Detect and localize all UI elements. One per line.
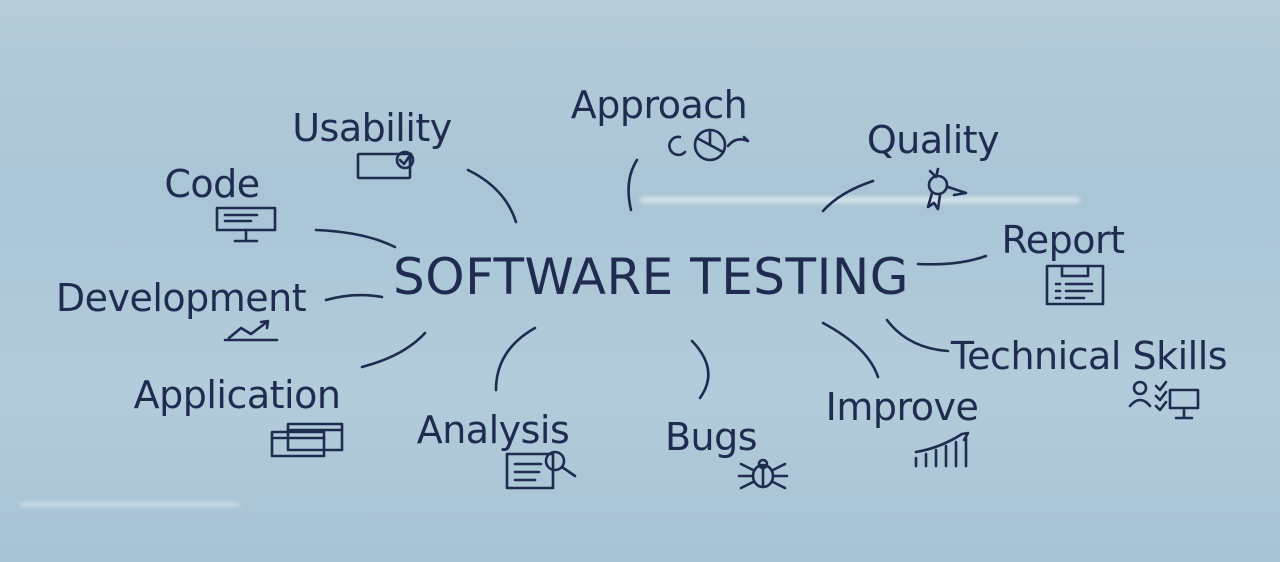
node-label-development: Development: [55, 276, 307, 320]
connector-application: [360, 331, 427, 369]
glare-streak: [20, 503, 240, 506]
node-label-report: Report: [1001, 218, 1125, 262]
rising-bars-icon: [914, 431, 970, 468]
connector-technical-skills: [885, 318, 950, 353]
connector-development: [324, 293, 384, 302]
document-magnifier-icon: [505, 450, 577, 490]
connector-report: [916, 254, 988, 266]
connector-usability: [466, 168, 518, 224]
trend-chart-icon: [223, 319, 279, 342]
app-windows-icon: [270, 422, 344, 458]
node-label-analysis: Analysis: [416, 408, 570, 452]
bug-icon: [737, 458, 789, 490]
award-badge-icon: [926, 167, 968, 211]
node-label-quality: Quality: [866, 118, 1000, 162]
pie-chart-target-icon: [668, 128, 750, 162]
node-label-usability: Usability: [292, 106, 452, 150]
connector-code: [314, 228, 397, 249]
connector-analysis: [494, 326, 537, 392]
node-label-improve: Improve: [825, 385, 979, 429]
monitor-code-icon: [215, 206, 277, 243]
node-label-bugs: Bugs: [664, 415, 758, 459]
report-document-icon: [1045, 264, 1105, 306]
node-label-code: Code: [164, 162, 260, 206]
center-title: SOFTWARE TESTING: [393, 248, 909, 306]
connector-bugs: [690, 339, 710, 400]
connector-improve: [821, 321, 880, 379]
node-label-application: Application: [133, 373, 341, 417]
node-label-approach: Approach: [570, 83, 748, 127]
connector-quality: [821, 179, 875, 213]
glare-streak: [640, 197, 1080, 203]
node-label-technical-skills: Technical Skills: [950, 334, 1228, 378]
people-computer-icon: [1128, 380, 1200, 420]
window-with-checkmark-icon: [356, 150, 415, 180]
connector-approach: [627, 158, 639, 212]
